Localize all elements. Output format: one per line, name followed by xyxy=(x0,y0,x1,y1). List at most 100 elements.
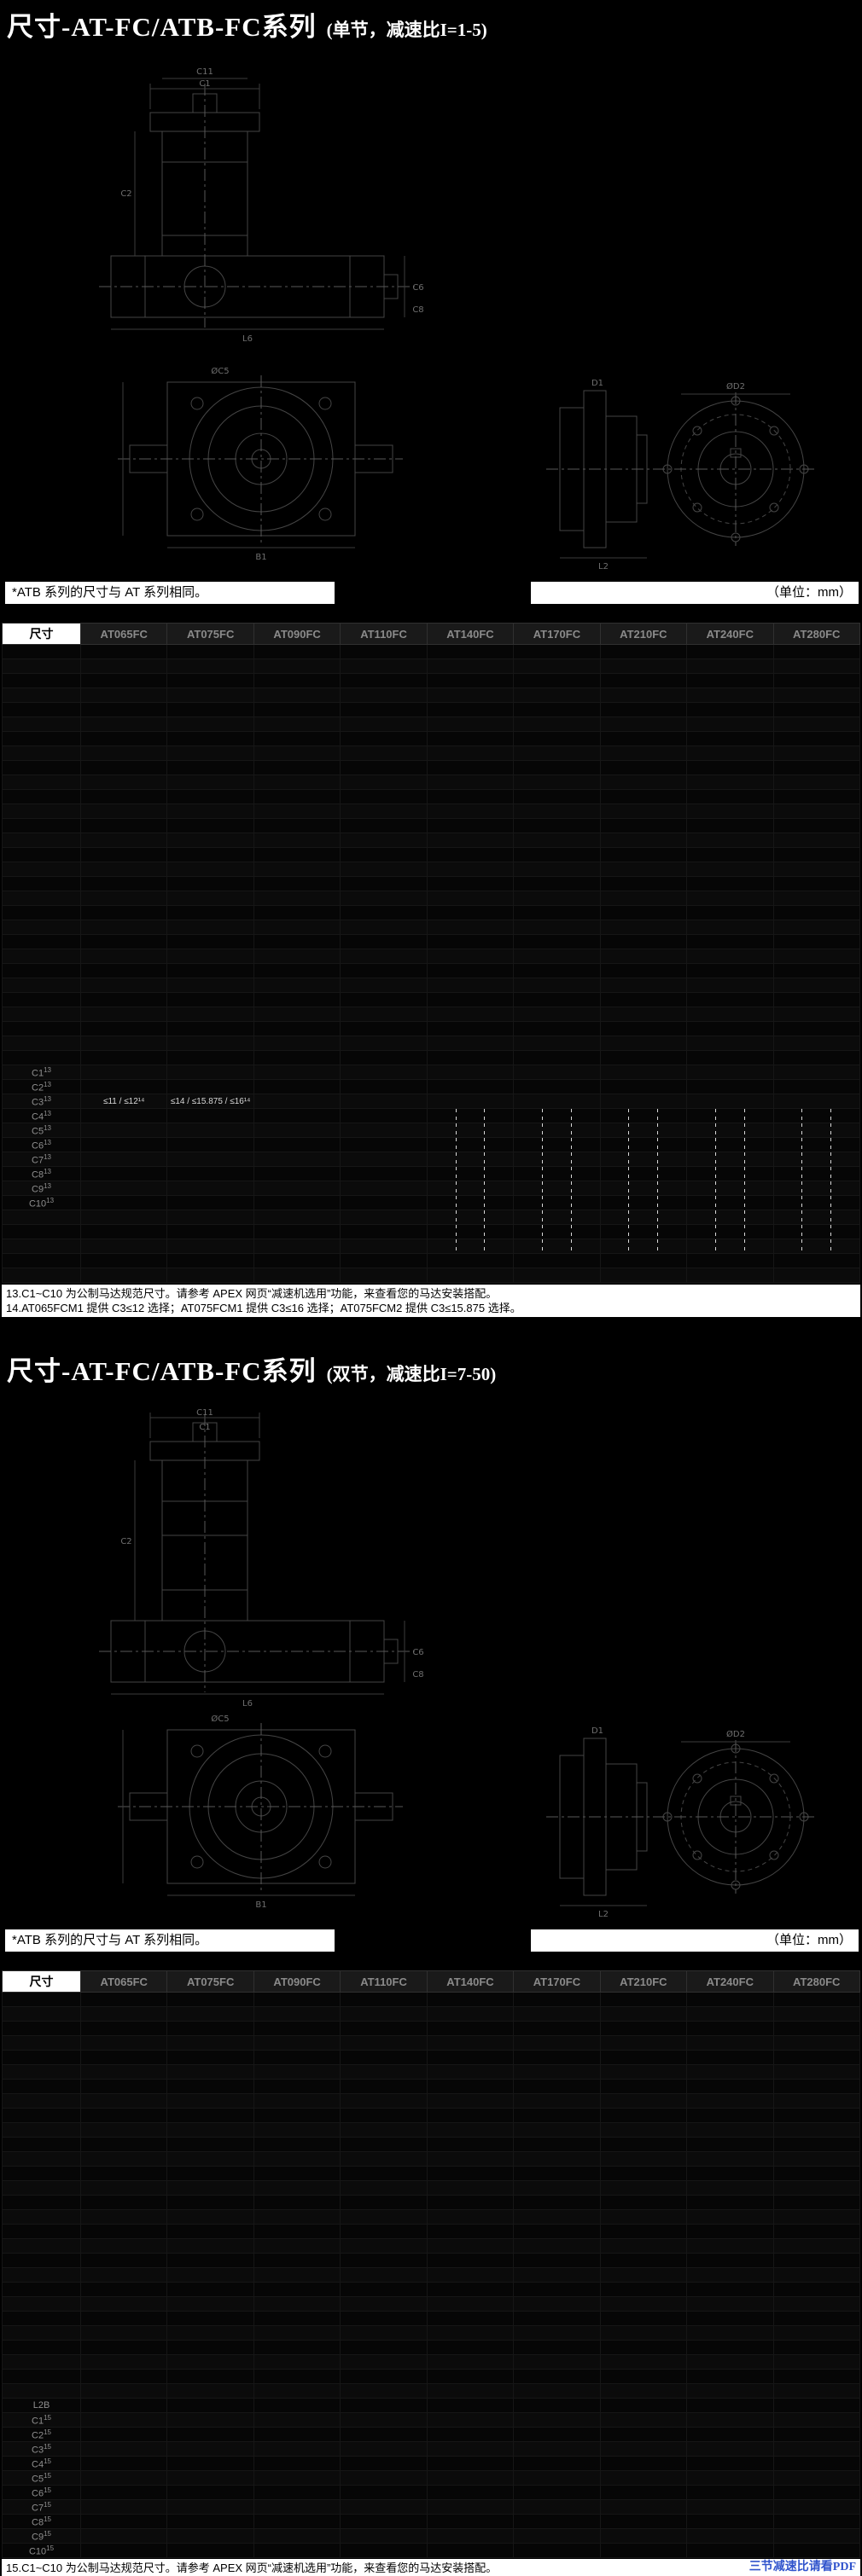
value-cell xyxy=(166,2137,254,2152)
value-cell xyxy=(166,1021,254,1036)
value-cell xyxy=(599,1050,688,1065)
row-label xyxy=(2,688,81,703)
value-cell xyxy=(79,1992,168,2007)
value-cell xyxy=(166,2412,254,2428)
value-cell xyxy=(340,1166,428,1181)
value-cell xyxy=(599,702,688,717)
value-cell xyxy=(253,1050,341,1065)
value-cell xyxy=(772,760,860,775)
value-cell xyxy=(340,731,428,746)
value-cell xyxy=(79,2412,168,2428)
value-cell xyxy=(599,2325,688,2341)
value-cell xyxy=(79,920,168,935)
value-cell xyxy=(340,1268,428,1283)
row-label: C115 xyxy=(2,2412,81,2428)
value-cell xyxy=(513,1007,601,1022)
value-cell xyxy=(79,2108,168,2123)
value-cell xyxy=(166,1195,254,1210)
value-cell xyxy=(426,1239,515,1254)
row-label xyxy=(2,760,81,775)
value-cell xyxy=(253,804,341,819)
value-cell xyxy=(253,1195,341,1210)
row-label: C213 xyxy=(2,1079,81,1094)
value-cell xyxy=(340,1137,428,1152)
row-label xyxy=(2,1224,81,1239)
value-cell xyxy=(340,992,428,1007)
row-label xyxy=(2,2166,81,2181)
value-cell xyxy=(426,1108,515,1123)
dimension-row-C7: C713 xyxy=(2,1152,860,1167)
atb-note: *ATB 系列的尺寸与 AT 系列相同。 xyxy=(5,1929,335,1952)
value-cell xyxy=(772,2195,860,2210)
value-cell xyxy=(426,833,515,848)
value-cell xyxy=(340,963,428,978)
value-cell xyxy=(686,1268,774,1283)
row-label: C813 xyxy=(2,1166,81,1181)
value-cell xyxy=(166,2528,254,2544)
row-label xyxy=(2,2064,81,2080)
three-stage-pdf-link[interactable]: 三节减速比请看PDF xyxy=(748,2561,856,2573)
value-cell xyxy=(253,1065,341,1080)
dimension-row xyxy=(2,2383,860,2399)
value-cell xyxy=(772,2311,860,2326)
dimension-row xyxy=(2,2108,860,2123)
dimension-row-C10: C1015 xyxy=(2,2543,860,2558)
value-cell xyxy=(686,2296,774,2312)
value-cell xyxy=(599,2108,688,2123)
value-cell xyxy=(166,1253,254,1268)
dim-label: C1 xyxy=(199,1423,210,1432)
value-cell xyxy=(79,2151,168,2167)
value-cell xyxy=(253,833,341,848)
value-cell xyxy=(513,920,601,935)
value-cell xyxy=(686,2050,774,2065)
row-label xyxy=(2,2021,81,2036)
value-cell xyxy=(772,949,860,964)
value-cell xyxy=(426,789,515,804)
value-cell xyxy=(166,1166,254,1181)
dimension-row-C7: C715 xyxy=(2,2499,860,2515)
value-cell xyxy=(513,1152,601,1167)
value-cell xyxy=(166,2369,254,2384)
value-cell xyxy=(426,920,515,935)
value-cell xyxy=(686,1224,774,1239)
value-cell xyxy=(253,1079,341,1094)
value-cell xyxy=(599,717,688,732)
value-cell xyxy=(513,2340,601,2355)
value-cell xyxy=(513,978,601,993)
dimension-row xyxy=(2,2282,860,2297)
value-cell xyxy=(513,673,601,688)
value-cell xyxy=(599,789,688,804)
row-label xyxy=(2,644,81,659)
value-cell xyxy=(686,760,774,775)
row-label xyxy=(2,934,81,949)
row-label: C315 xyxy=(2,2441,81,2457)
dimension-row xyxy=(2,2267,860,2283)
value-cell xyxy=(513,2398,601,2413)
dimension-row xyxy=(2,963,860,978)
row-label xyxy=(2,789,81,804)
value-cell xyxy=(513,2064,601,2080)
value-cell xyxy=(772,1181,860,1196)
dimension-row-C6: C615 xyxy=(2,2485,860,2500)
value-cell xyxy=(166,2238,254,2254)
dim-label: C8 xyxy=(412,1670,423,1680)
value-cell xyxy=(426,2383,515,2399)
dim-label: C11 xyxy=(196,67,213,77)
value-cell xyxy=(426,2441,515,2457)
value-cell xyxy=(599,2122,688,2138)
value-cell xyxy=(166,963,254,978)
value-cell xyxy=(426,2180,515,2196)
row-label xyxy=(2,978,81,993)
value-cell xyxy=(340,2253,428,2268)
value-cell xyxy=(513,2093,601,2109)
value-cell xyxy=(513,2456,601,2471)
value-cell xyxy=(772,1166,860,1181)
value-cell xyxy=(513,2354,601,2370)
dim-label: B1 xyxy=(255,553,266,562)
value-cell xyxy=(772,746,860,761)
value-cell xyxy=(772,920,860,935)
value-cell xyxy=(426,2079,515,2094)
value-cell xyxy=(340,978,428,993)
dimension-row-C5: C515 xyxy=(2,2470,860,2486)
